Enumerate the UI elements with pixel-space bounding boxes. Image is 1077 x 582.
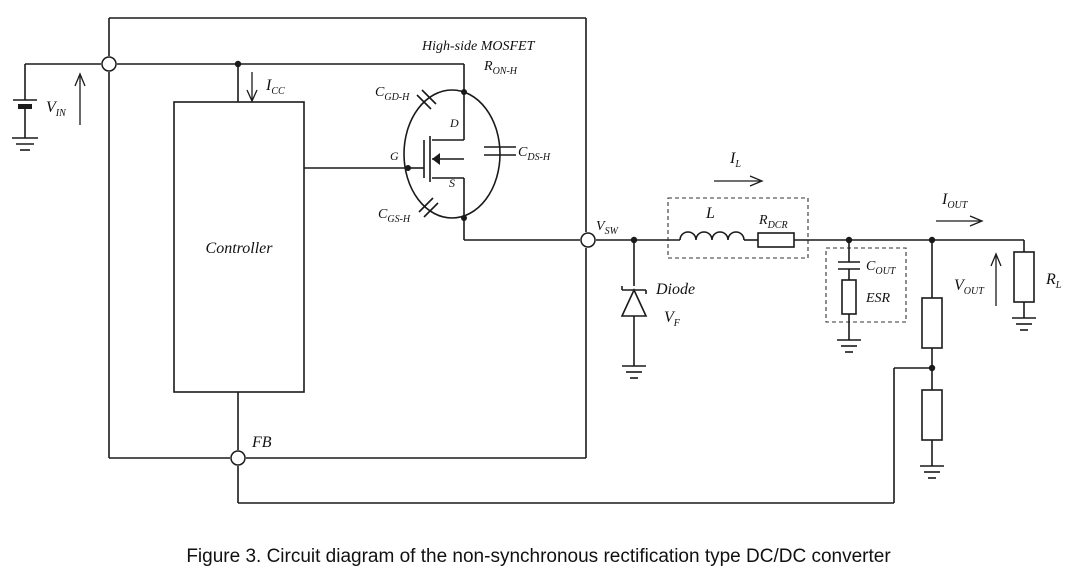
circuit-diagram: VIN ICC Controller High-side MOSFET RON-… — [12, 17, 1062, 504]
il-arrow — [714, 175, 764, 187]
vin-terminal — [101, 56, 117, 72]
ground-icon — [920, 465, 944, 479]
icc-label: ICC — [265, 77, 285, 97]
rdcr-label: RDCR — [758, 213, 788, 231]
cgs-capacitor — [418, 197, 439, 218]
vin-source — [13, 63, 101, 138]
vout-label: VOUT — [954, 277, 985, 297]
vf-label: VF — [664, 309, 681, 329]
rdcr-resistor — [757, 232, 795, 248]
mosfet-symbol — [403, 89, 501, 221]
load-resistor — [1013, 240, 1035, 318]
inductor-symbol — [679, 231, 745, 241]
cout-label: COUT — [866, 259, 897, 277]
esr-label: ESR — [865, 291, 891, 306]
ground-icon — [1012, 317, 1036, 331]
fb-terminal — [230, 450, 246, 466]
controller-label: Controller — [206, 240, 274, 257]
inductor-label: L — [705, 205, 715, 222]
output-capacitor — [838, 240, 860, 340]
cgd-capacitor — [416, 89, 437, 110]
diode-symbol — [620, 240, 648, 366]
il-label: IL — [729, 150, 741, 170]
icc-arrow — [246, 72, 258, 103]
iout-label: IOUT — [941, 191, 969, 211]
vin-label: VIN — [46, 99, 67, 119]
vin-arrow — [74, 72, 86, 125]
iout-arrow — [936, 215, 984, 227]
controller-block — [173, 101, 305, 393]
cds-label: CDS-H — [518, 145, 551, 163]
vsw-terminal — [580, 232, 596, 248]
high-side-mosfet-label: High-side MOSFET — [421, 39, 536, 54]
ic-boundary — [108, 17, 587, 459]
ground-icon — [837, 339, 861, 353]
feedback-wire — [237, 367, 932, 504]
inductor-dashed-box — [667, 197, 809, 259]
ground-icon — [622, 365, 646, 379]
drain-label: D — [449, 116, 459, 130]
vsw-label: VSW — [596, 219, 620, 237]
rl-label: RL — [1045, 271, 1062, 291]
cds-capacitor — [484, 146, 516, 156]
vout-arrow — [990, 252, 1002, 306]
gate-label: G — [390, 149, 399, 163]
cgd-label: CGD-H — [375, 85, 410, 103]
feedback-divider — [921, 240, 943, 466]
source-label: S — [449, 176, 455, 190]
fb-label: FB — [251, 434, 272, 451]
cgs-label: CGS-H — [378, 207, 411, 225]
ground-icon — [12, 137, 38, 151]
ron-label: RON-H — [483, 59, 518, 77]
figure-caption: Figure 3. Circuit diagram of the non-syn… — [186, 546, 891, 567]
diode-label: Diode — [655, 281, 695, 298]
